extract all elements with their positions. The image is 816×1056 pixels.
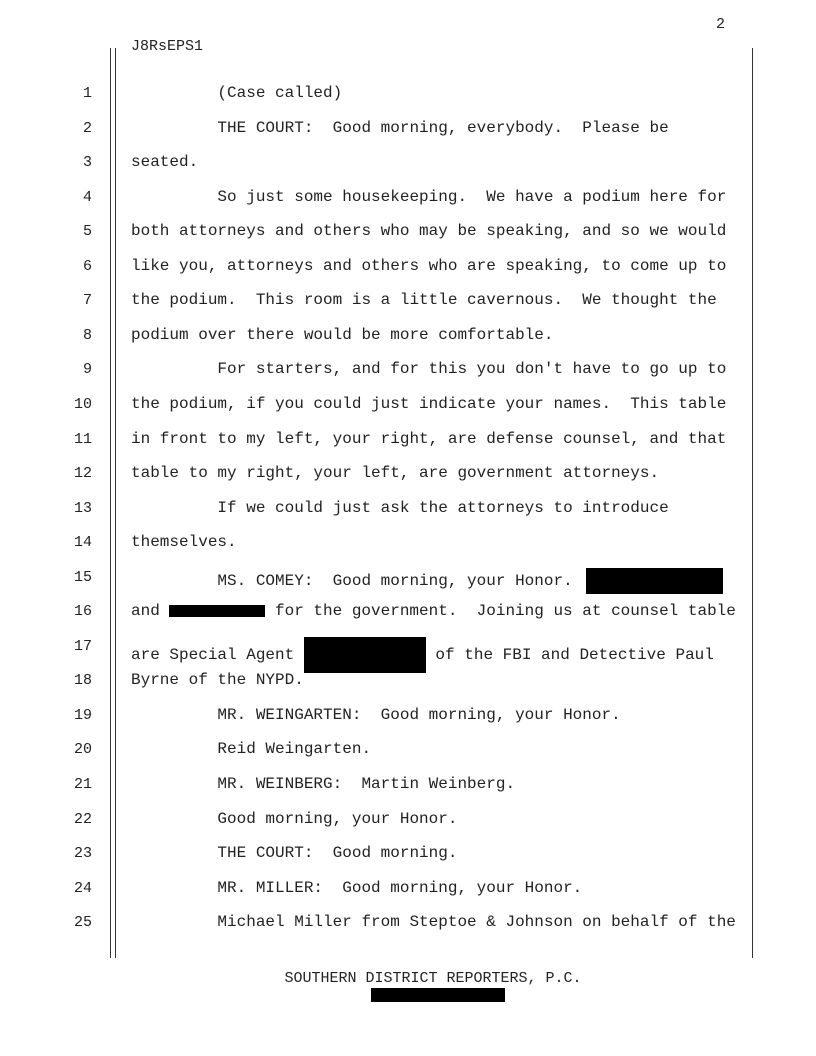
transcript-line: Michael Miller from Steptoe & Johnson on… <box>131 913 736 931</box>
line-text: in front to my left, your right, are def… <box>131 429 727 448</box>
line-text: and <box>131 602 170 621</box>
line-number: 11 <box>73 430 92 448</box>
line-text: podium over there would be more comforta… <box>131 325 554 344</box>
case-code-header: J8RsEPS1 <box>131 38 204 55</box>
line-number: 23 <box>73 845 92 863</box>
line-number: 18 <box>73 672 92 690</box>
line-text: For starters, and for this you don't hav… <box>131 360 727 379</box>
transcript-line: Good morning, your Honor. <box>131 810 457 828</box>
line-number: 4 <box>82 188 92 206</box>
redaction-box <box>169 605 266 618</box>
line-text: are Special Agent <box>131 646 304 665</box>
transcript-line: podium over there would be more comforta… <box>131 326 553 344</box>
line-text: MR. WEINGARTEN: Good morning, your Honor… <box>131 705 621 724</box>
line-text: If we could just ask the attorneys to in… <box>131 498 669 517</box>
line-number: 19 <box>73 706 92 724</box>
line-number: 24 <box>73 879 92 897</box>
transcript-line: (Case called) <box>131 84 342 102</box>
line-text: Michael Miller from Steptoe & Johnson on… <box>131 913 736 932</box>
line-number: 6 <box>82 257 92 275</box>
line-number: 9 <box>82 361 92 379</box>
transcript-line: MR. WEINBERG: Martin Weinberg. <box>131 775 515 793</box>
line-number: 1 <box>82 85 92 102</box>
line-text: MR. WEINBERG: Martin Weinberg. <box>131 775 516 793</box>
left-margin-rule-inner <box>115 48 116 958</box>
line-number: 5 <box>82 223 92 241</box>
line-number: 10 <box>73 395 92 413</box>
line-number: 17 <box>73 637 92 655</box>
transcript-line: are Special Agent of the FBI and Detecti… <box>131 636 714 673</box>
line-text: the podium, if you could just indicate y… <box>131 394 727 413</box>
line-text: MS. COMEY: Good morning, your Honor. <box>131 571 583 590</box>
line-number: 8 <box>82 326 92 344</box>
line-text: of the FBI and Detective Paul <box>425 646 714 665</box>
redaction-box <box>586 567 724 594</box>
line-number: 15 <box>73 568 92 586</box>
footer-reporter: SOUTHERN DISTRICT REPORTERS, P.C. <box>284 970 582 987</box>
redaction-box <box>371 988 505 1002</box>
line-number: 12 <box>73 465 92 483</box>
line-text: themselves. <box>131 533 237 552</box>
transcript-line: So just some housekeeping. We have a pod… <box>131 188 726 206</box>
line-text: Byrne of the NYPD. <box>131 671 304 690</box>
transcript-line: table to my right, your left, are govern… <box>131 464 659 482</box>
line-text: for the government. Joining us at counse… <box>265 602 736 621</box>
line-number: 21 <box>73 776 92 793</box>
line-text: Reid Weingarten. <box>131 740 372 759</box>
line-text: THE COURT: Good morning, everybody. Plea… <box>131 118 669 137</box>
left-margin-rule <box>110 48 111 958</box>
transcript-line: the podium, if you could just indicate y… <box>131 395 726 413</box>
transcript-line: themselves. <box>131 533 237 551</box>
line-text: seated. <box>131 153 199 172</box>
transcript-line: both attorneys and others who may be spe… <box>131 222 726 240</box>
line-text: So just some housekeeping. We have a pod… <box>131 187 727 206</box>
line-number: 25 <box>73 914 92 932</box>
line-text: table to my right, your left, are govern… <box>131 464 660 483</box>
transcript-line: MS. COMEY: Good morning, your Honor. <box>131 567 724 594</box>
line-number: 16 <box>73 603 92 621</box>
transcript-line: and for the government. Joining us at co… <box>131 602 736 620</box>
line-text: THE COURT: Good morning. <box>131 844 458 863</box>
transcript-line: MR. MILLER: Good morning, your Honor. <box>131 879 582 897</box>
transcript-line: the podium. This room is a little cavern… <box>131 291 717 309</box>
line-number: 22 <box>73 810 92 828</box>
transcript-line: THE COURT: Good morning, everybody. Plea… <box>131 118 669 137</box>
line-text: Good morning, your Honor. <box>131 809 458 828</box>
transcript-line: seated. <box>131 153 198 171</box>
line-number: 13 <box>73 499 92 517</box>
transcript-line: MR. WEINGARTEN: Good morning, your Honor… <box>131 705 621 724</box>
line-text: MR. MILLER: Good morning, your Honor. <box>131 878 583 897</box>
line-number: 14 <box>73 534 92 552</box>
line-number: 7 <box>82 292 92 310</box>
line-text: the podium. This room is a little cavern… <box>131 291 717 310</box>
transcript-line: Reid Weingarten. <box>131 740 371 758</box>
transcript-line: like you, attorneys and others who are s… <box>131 257 726 275</box>
page-number: 2 <box>716 16 726 33</box>
transcript-line: in front to my left, your right, are def… <box>131 430 726 448</box>
line-text: like you, attorneys and others who are s… <box>131 256 727 275</box>
right-margin-rule <box>752 48 753 958</box>
line-number: 3 <box>82 154 92 172</box>
transcript-line: THE COURT: Good morning. <box>131 844 457 862</box>
transcript-line: For starters, and for this you don't hav… <box>131 360 726 378</box>
transcript-line: Byrne of the NYPD. <box>131 671 304 689</box>
line-number: 2 <box>82 119 92 137</box>
line-text: (Case called) <box>131 84 343 102</box>
line-number: 20 <box>73 741 92 759</box>
line-text: both attorneys and others who may be spe… <box>131 222 727 241</box>
transcript-line: If we could just ask the attorneys to in… <box>131 498 669 517</box>
redaction-box <box>303 636 426 673</box>
